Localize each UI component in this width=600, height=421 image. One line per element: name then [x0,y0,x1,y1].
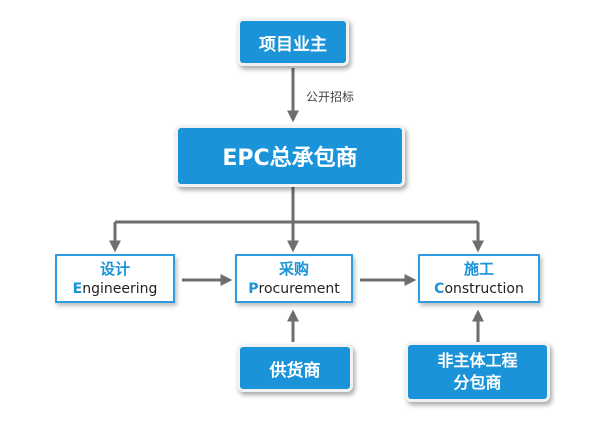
supplier-label: 供货商 [269,360,321,381]
procurement-en-rest: rocurement [258,280,340,297]
subcontractor-node: 非主体工程 分包商 [405,342,550,402]
subcontractor-label-line1: 非主体工程 [437,351,518,370]
procurement-cn-label: 采购 [278,259,309,278]
supplier-node: 供货商 [237,344,353,392]
owner-node: 项目业主 [237,18,349,66]
procurement-node: 采购 Procurement [235,254,353,303]
design-en-rest: ngineering [82,280,158,297]
epc-contractor-node: EPC总承包商 [175,125,405,187]
construction-cn-label: 施工 [463,259,494,278]
procurement-en-initial: P [248,280,259,297]
design-en-initial: E [72,280,83,297]
construction-en-rest: onstruction [444,280,524,297]
design-cn-label: 设计 [99,259,130,278]
construction-en-initial: C [434,280,445,297]
construction-en-label: Construction [434,279,524,299]
procurement-en-label: Procurement [248,279,340,299]
design-en-label: Engineering [73,279,158,299]
construction-node: 施工 Construction [418,254,540,303]
subcontractor-label-line2: 分包商 [453,373,502,392]
public-bidding-label: 公开招标 [306,90,355,104]
design-node: 设计 Engineering [55,254,175,303]
epc-contractor-label: EPC总承包商 [222,146,358,171]
owner-label: 项目业主 [259,34,327,55]
